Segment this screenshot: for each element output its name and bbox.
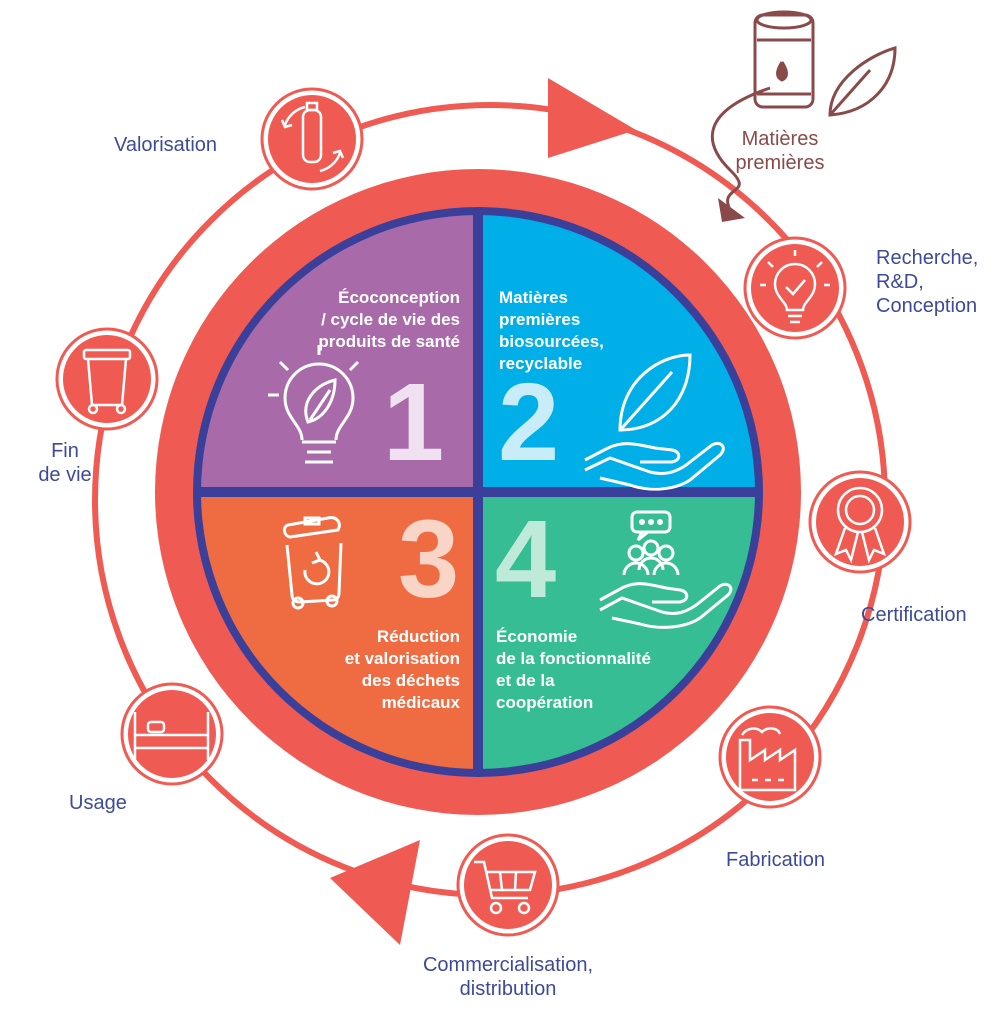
step-icon-certification	[808, 470, 912, 574]
step-icon-research	[743, 236, 847, 340]
quadrant-4-text: Économie de la fonctionnalité et de la c…	[496, 627, 651, 712]
shopping-cart-icon	[474, 860, 537, 915]
quadrant-2-number: 2	[498, 361, 560, 484]
step-icon-valorisation	[260, 87, 364, 191]
quadrant-1-number: 1	[383, 361, 445, 484]
recycle-bottle-icon	[280, 101, 345, 173]
step-icon-endoflife	[55, 327, 159, 431]
step-label-commercial: Commercialisation, distribution	[422, 954, 594, 1000]
bed-icon	[133, 712, 210, 760]
step-label-raw-materials: Matières premières	[735, 128, 825, 174]
eco-lightbulb-icon	[268, 345, 360, 464]
recycling-bin-icon	[282, 516, 343, 610]
award-ribbon-icon	[833, 486, 887, 564]
quadrant-2-text: Matières premières biosourcées, recyclab…	[499, 288, 604, 373]
barrel-leaf-icon	[753, 10, 897, 117]
quadrant-4-number: 4	[495, 498, 557, 621]
hand-community-icon	[599, 510, 733, 629]
step-label-research: Recherche, R&D, Conception	[876, 247, 979, 317]
step-label-valorisation: Valorisation	[114, 134, 218, 156]
trash-bin-icon	[82, 348, 132, 415]
cycle-arrow-top	[548, 78, 636, 158]
step-icon-fabrication	[718, 705, 822, 809]
step-icon-usage	[120, 682, 224, 786]
raw-material-arrowhead	[718, 198, 745, 222]
raw-material-arrow	[711, 86, 771, 211]
step-icon-commercial	[456, 833, 560, 937]
factory-icon	[738, 727, 797, 792]
quadrant-3-number: 3	[398, 498, 460, 621]
cycle-arrow-bottom	[330, 840, 420, 945]
quadrant-1-text: Écoconception / cycle de vie des produit…	[318, 288, 460, 351]
step-label-certification: Certification	[861, 604, 967, 626]
lightbulb-icon	[760, 250, 830, 324]
step-label-fabrication: Fabrication	[726, 849, 825, 871]
hand-leaf-icon	[584, 353, 725, 491]
step-label-usage: Usage	[69, 792, 127, 814]
quadrant-3-text: Réduction et valorisation des déchets mé…	[344, 627, 460, 712]
step-label-endoflife: Fin de vie	[38, 440, 92, 486]
wheel-navy-border	[193, 207, 763, 777]
